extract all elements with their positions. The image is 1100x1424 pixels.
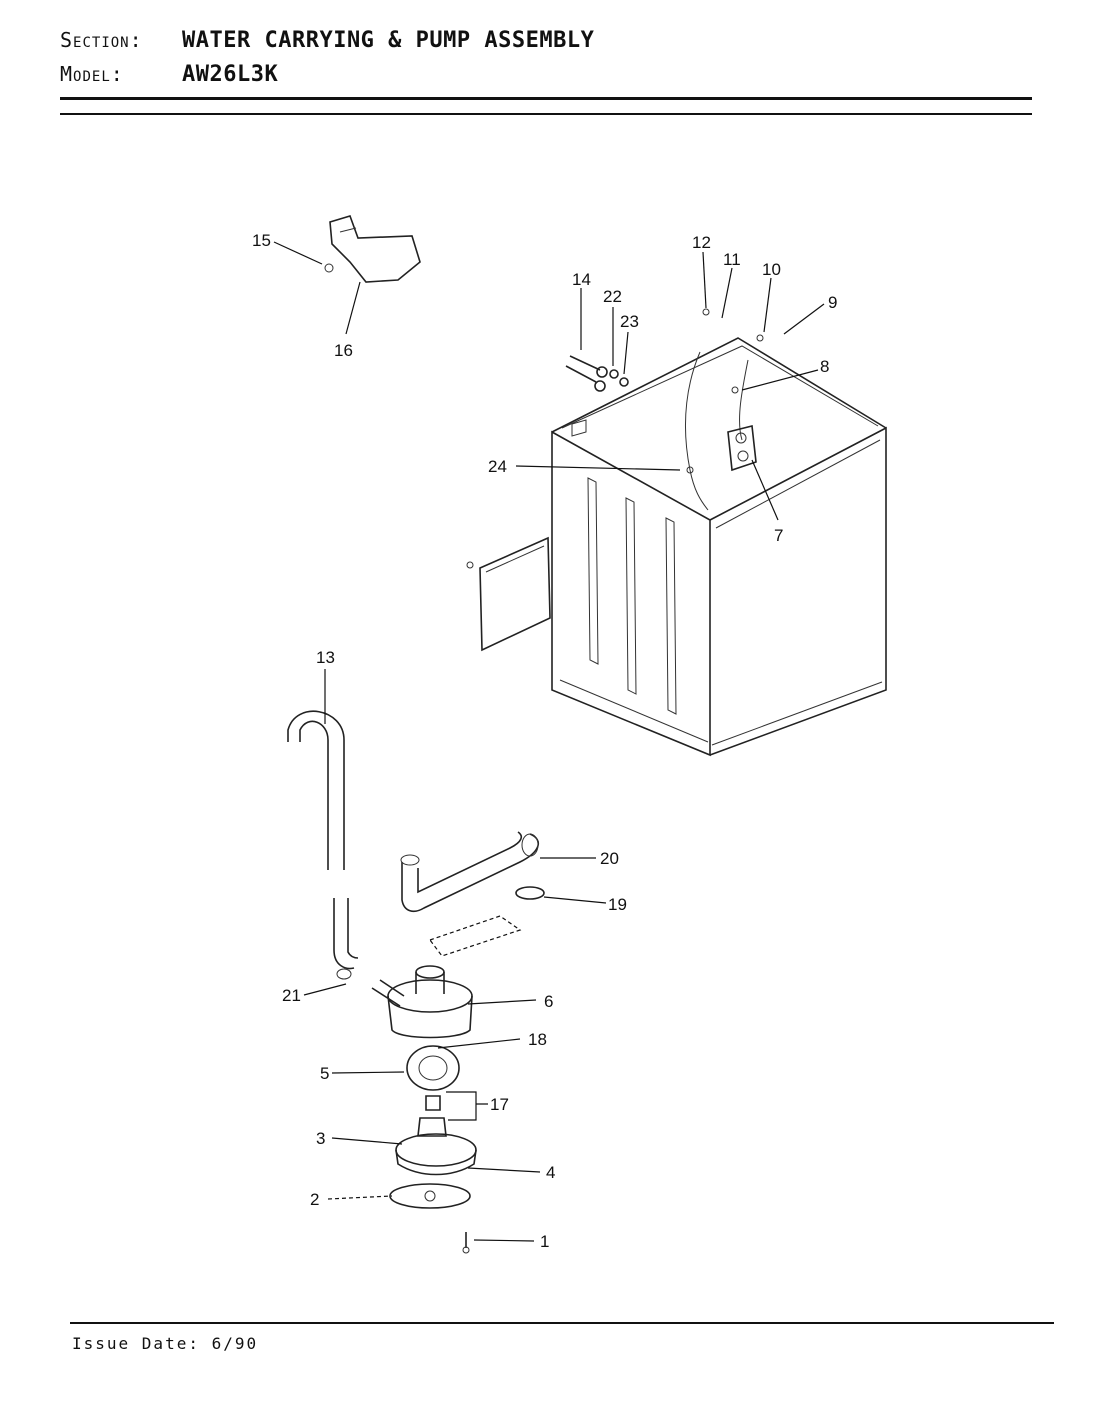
callout-7: 7 — [774, 526, 783, 545]
callout-2: 2 — [310, 1190, 319, 1209]
callout-20: 20 — [600, 849, 619, 868]
callout-9: 9 — [828, 293, 837, 312]
header-rule-top — [60, 97, 1032, 100]
hose-13 — [287, 710, 359, 970]
callout-5: 5 — [320, 1064, 329, 1083]
leader-lines — [273, 241, 825, 1242]
callout-22: 22 — [603, 287, 622, 306]
callout-24: 24 — [488, 457, 507, 476]
callout-21: 21 — [282, 986, 301, 1005]
section-row: Section: WATER CARRYING & PUMP ASSEMBLY — [60, 28, 594, 62]
callout-4: 4 — [546, 1163, 555, 1182]
section-key: Section: — [60, 28, 143, 52]
callout-10: 10 — [762, 260, 781, 279]
header-rule-bottom — [60, 113, 1032, 115]
callout-3: 3 — [316, 1129, 325, 1148]
callout-18: 18 — [528, 1030, 547, 1049]
callout-11: 11 — [723, 250, 741, 269]
model-row: Model: AW26L3K — [60, 62, 594, 96]
callout-6: 6 — [544, 992, 553, 1011]
issue-date: Issue Date: 6/90 — [72, 1334, 259, 1353]
rear-panel — [466, 536, 551, 652]
callout-1: 1 — [540, 1232, 549, 1251]
callout-19: 19 — [608, 895, 627, 914]
callout-15: 15 — [252, 231, 271, 250]
model-key: Model: — [60, 62, 124, 86]
page-header: Section: WATER CARRYING & PUMP ASSEMBLY … — [60, 28, 594, 96]
footer-rule — [70, 1322, 1054, 1324]
callout-12: 12 — [692, 233, 711, 252]
callout-16: 16 — [334, 341, 353, 360]
callout-labels: 15 16 14 22 23 12 11 10 9 8 24 7 13 20 1… — [252, 231, 837, 1251]
callout-8: 8 — [820, 357, 829, 376]
top-bracket — [324, 215, 421, 283]
section-value: WATER CARRYING & PUMP ASSEMBLY — [182, 28, 595, 53]
callout-23: 23 — [620, 312, 639, 331]
callout-13: 13 — [316, 648, 335, 667]
callout-14: 14 — [572, 270, 591, 289]
pump-assembly — [336, 965, 477, 1254]
washer-cabinet — [551, 337, 887, 757]
callout-17: 17 — [490, 1095, 509, 1114]
model-value: AW26L3K — [182, 62, 279, 87]
screws — [565, 308, 764, 474]
water-valve — [727, 425, 757, 472]
hose-20 — [400, 831, 545, 957]
